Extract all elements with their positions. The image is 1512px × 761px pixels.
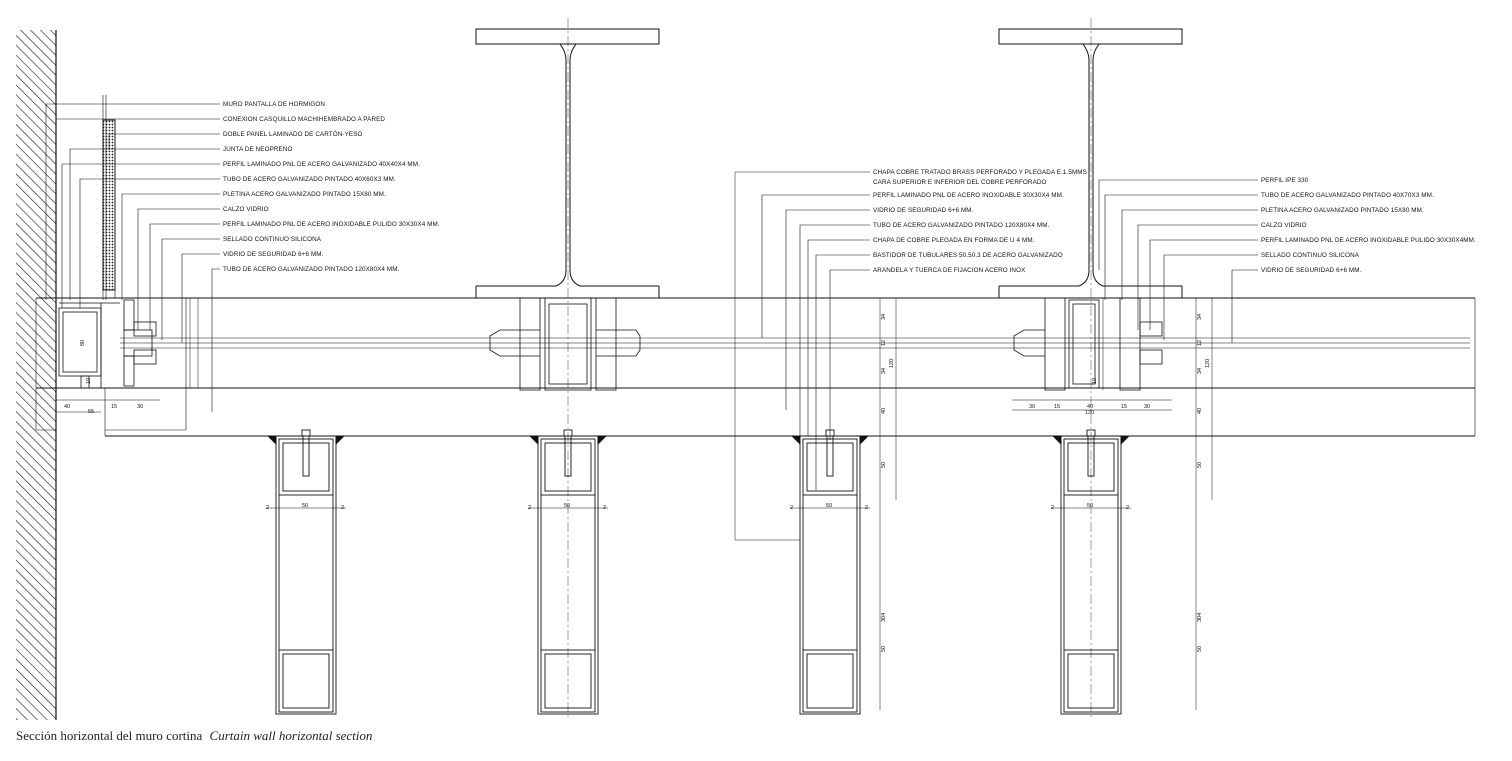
label-middle-5: TUBO DE ACERO GALVANIZADO PINTADO 120X80… bbox=[873, 222, 1050, 229]
label-left-9: PERFIL LAMINADO PNL DE ACERO INOXIDABLE … bbox=[223, 221, 440, 228]
bastidor-frame-1 bbox=[266, 429, 346, 715]
label-left-1: MURO PANTALLA DE HORMIGON bbox=[223, 101, 325, 108]
left-mullion-detail bbox=[56, 299, 160, 413]
label-left-6: TUBO DE ACERO GALVANIZADO PINTADO 40X60X… bbox=[223, 176, 396, 183]
label-left-7: PLETINA ACERO GALVANIZADO PINTADO 15X80 … bbox=[223, 191, 386, 198]
dim-v-12: 12 bbox=[881, 340, 887, 346]
label-left-10: SELLADO CONTINUO SILICONA bbox=[223, 236, 322, 243]
dim-v-34a: 34 bbox=[881, 314, 887, 320]
label-middle-2: CARA SUPERIOR E INFERIOR DEL COBRE PERFO… bbox=[873, 179, 1047, 186]
dim-left-30: 30 bbox=[137, 404, 143, 410]
dim-v2-40: 40 bbox=[1197, 408, 1203, 414]
label-middle-4: VIDRIO DE SEGURIDAD 6+6 MM. bbox=[873, 207, 974, 214]
label-left-11: VIDRIO DE SEGURIDAD 6+6 MM. bbox=[223, 251, 324, 258]
dim-v-34b: 34 bbox=[881, 368, 887, 374]
dim-v2-50a: 50 bbox=[1197, 462, 1203, 468]
label-right-5: PERFIL LAMINADO PNL DE ACERO INOXIDABLE … bbox=[1261, 237, 1476, 244]
label-left-12: TUBO DE ACERO GALVANIZADO PINTADO 120X80… bbox=[223, 266, 400, 273]
label-right-7: VIDRIO DE SEGURIDAD 6+6 MM. bbox=[1261, 267, 1362, 274]
labels-left: MURO PANTALLA DE HORMIGON CONEXION CASQU… bbox=[223, 101, 440, 273]
dim-f3-2a: 2 bbox=[790, 505, 793, 511]
label-middle-6: CHAPA DE COBRE PLEGADA EN FORMA DE U 4 M… bbox=[873, 237, 1035, 244]
dimension-texts: 40 15 30 55 30 15 40 15 30 130 2 50 2 2 … bbox=[64, 314, 1211, 652]
dim-tube-80: 80 bbox=[80, 340, 86, 346]
label-left-5: PERFIL LAMINADO PNL DE ACERO GALVANIZADO… bbox=[223, 161, 420, 168]
dim-tube-r-10: 10 bbox=[1092, 378, 1098, 384]
labels-right: PERFIL IPE 330 TUBO DE ACERO GALVANIZADO… bbox=[1261, 177, 1476, 274]
dim-right-30a: 30 bbox=[1029, 404, 1035, 410]
dim-tube-10: 10 bbox=[86, 378, 92, 384]
bastidor-frame-4 bbox=[1051, 429, 1131, 715]
label-right-6: SELLADO CONTINUO SILICONA bbox=[1261, 252, 1360, 259]
leader-lines-right bbox=[1098, 179, 1258, 343]
leader-lines-left bbox=[45, 95, 220, 343]
dim-f4-2a: 2 bbox=[1051, 505, 1054, 511]
dim-f2-2b: 2 bbox=[603, 505, 606, 511]
label-left-3: DOBLE PANEL LAMINADO DE CARTÓN-YESO bbox=[223, 129, 363, 138]
dim-f1-2a: 2 bbox=[266, 505, 269, 511]
caption-english: Curtain wall horizontal section bbox=[209, 728, 373, 743]
dim-f1-50: 50 bbox=[302, 503, 308, 509]
figure-caption: Sección horizontal del muro cortina Curt… bbox=[16, 728, 372, 744]
dim-v2-304: 304 bbox=[1197, 613, 1203, 622]
plasterboard-panel bbox=[102, 95, 116, 300]
labels-middle: CHAPA COBRE TRATADO BRASS PERFORADO Y PL… bbox=[873, 169, 1087, 274]
ipe-beam-right bbox=[998, 18, 1183, 720]
label-middle-1: CHAPA COBRE TRATADO BRASS PERFORADO Y PL… bbox=[873, 169, 1087, 176]
label-right-2: TUBO DE ACERO GALVANIZADO PINTADO 40X70X… bbox=[1261, 192, 1434, 199]
dim-f4-50: 50 bbox=[1087, 503, 1093, 509]
dim-v2-34a: 34 bbox=[1197, 314, 1203, 320]
dim-v2-50b: 50 bbox=[1197, 646, 1203, 652]
label-left-8: CALZO VIDRIO bbox=[223, 206, 269, 213]
label-middle-8: ARANDELA Y TUERCA DE FIJACION ACERO INOX bbox=[873, 267, 1026, 274]
dim-left-15: 15 bbox=[111, 404, 117, 410]
label-right-4: CALZO VIDRIO bbox=[1261, 222, 1307, 229]
dim-v2-120: 120 bbox=[1205, 359, 1211, 368]
leader-lines-middle bbox=[735, 171, 870, 490]
caption-spanish: Sección horizontal del muro cortina bbox=[16, 728, 203, 743]
dim-v-40: 40 bbox=[881, 408, 887, 414]
dim-right-40: 40 bbox=[1087, 404, 1093, 410]
section-lines bbox=[35, 297, 1476, 437]
label-left-4: JUNTA DE NEOPRENO bbox=[223, 146, 292, 153]
ipe-beam-left bbox=[475, 18, 660, 720]
dim-v-50a: 50 bbox=[881, 462, 887, 468]
dim-right-30b: 30 bbox=[1144, 404, 1150, 410]
dim-f2-2a: 2 bbox=[528, 505, 531, 511]
dim-f3-50: 50 bbox=[826, 503, 832, 509]
right-mullion-detail bbox=[1012, 297, 1172, 411]
label-right-3: PLETINA ACERO GALVANIZADO PINTADO 15X80 … bbox=[1261, 207, 1424, 214]
dim-left-40: 40 bbox=[64, 404, 70, 410]
dim-v-50b: 50 bbox=[881, 646, 887, 652]
bastidor-frame-2 bbox=[528, 429, 608, 715]
label-left-2: CONEXION CASQUILLO MACHIHEMBRADO A PARED bbox=[223, 116, 385, 123]
dim-right-15a: 15 bbox=[1054, 404, 1060, 410]
dim-f2-50: 50 bbox=[564, 503, 570, 509]
dim-f3-2b: 2 bbox=[865, 505, 868, 511]
dim-v2-12: 12 bbox=[1197, 340, 1203, 346]
dim-right-15b: 15 bbox=[1121, 404, 1127, 410]
dim-v-120: 120 bbox=[889, 359, 895, 368]
dim-f4-2b: 2 bbox=[1126, 505, 1129, 511]
dim-left-55: 55 bbox=[88, 409, 94, 415]
dim-v2-34b: 34 bbox=[1197, 368, 1203, 374]
dim-right-130: 130 bbox=[1085, 410, 1094, 416]
label-middle-3: PERFIL LAMINADO PNL DE ACERO INOXIDABLE … bbox=[873, 192, 1064, 199]
label-right-1: PERFIL IPE 330 bbox=[1261, 177, 1309, 184]
bastidor-frame-3 bbox=[790, 429, 870, 715]
center-mullion-detail bbox=[489, 297, 641, 391]
dimension-lines bbox=[189, 172, 1213, 710]
dim-v-304: 304 bbox=[881, 613, 887, 622]
dim-f1-2b: 2 bbox=[341, 505, 344, 511]
label-middle-7: BASTIDOR DE TUBULARES 50.50.3 DE ACERO G… bbox=[873, 252, 1063, 259]
